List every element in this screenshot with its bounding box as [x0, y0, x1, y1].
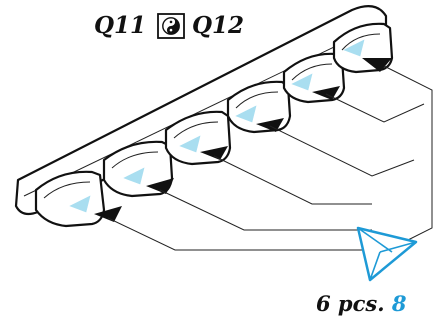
triangle-arrow-icon: [343, 39, 392, 72]
clip-4: [226, 80, 292, 134]
origami-triangle-icon: [356, 226, 418, 282]
triangle-arrow-icon: [123, 167, 174, 194]
yin-yang-icon: [157, 13, 185, 39]
triangle-arrow-icon: [235, 105, 284, 132]
left-code-label: Q11: [94, 12, 147, 39]
leader-lines: [107, 65, 433, 251]
triangle-arrow-icon: [69, 195, 122, 222]
triangle-arrow-icon: [291, 73, 340, 100]
quantity-label: 6 pcs. 8: [316, 293, 406, 314]
quantity-number: 8: [391, 291, 407, 316]
clip-1: [34, 170, 106, 228]
clips-group: [34, 22, 394, 228]
quantity-text: 6 pcs.: [316, 291, 385, 316]
right-code-label: Q12: [192, 12, 245, 39]
pointer-arrows: [69, 39, 392, 222]
triangle-arrow-icon: [179, 135, 228, 160]
